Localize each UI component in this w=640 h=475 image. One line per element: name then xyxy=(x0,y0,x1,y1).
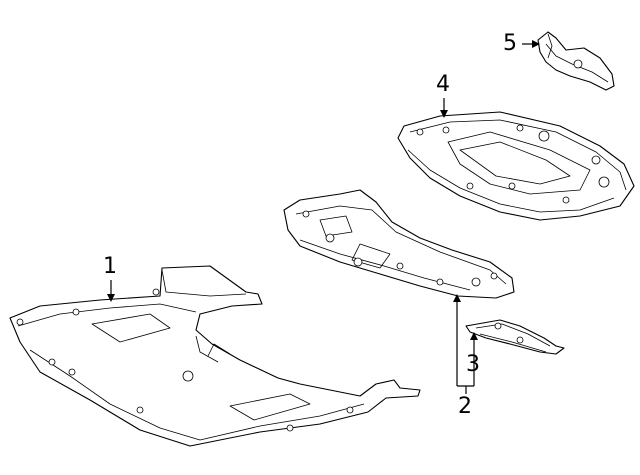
leader-2-3 xyxy=(453,294,478,394)
callout-5: 5 xyxy=(503,31,517,56)
callout-4: 4 xyxy=(436,72,450,97)
leader-5 xyxy=(522,40,540,48)
callout-1: 1 xyxy=(103,254,117,279)
callout-2: 2 xyxy=(458,394,472,419)
leader-4 xyxy=(440,98,448,118)
part-1-under-engine-cover xyxy=(9,265,421,447)
callout-3: 3 xyxy=(466,352,480,377)
part-4-rear-cover xyxy=(397,111,635,221)
part-5-bracket xyxy=(537,31,615,91)
leader-1 xyxy=(107,280,115,302)
part-3-small-shield xyxy=(465,319,565,355)
part-2-center-cover xyxy=(283,189,515,299)
